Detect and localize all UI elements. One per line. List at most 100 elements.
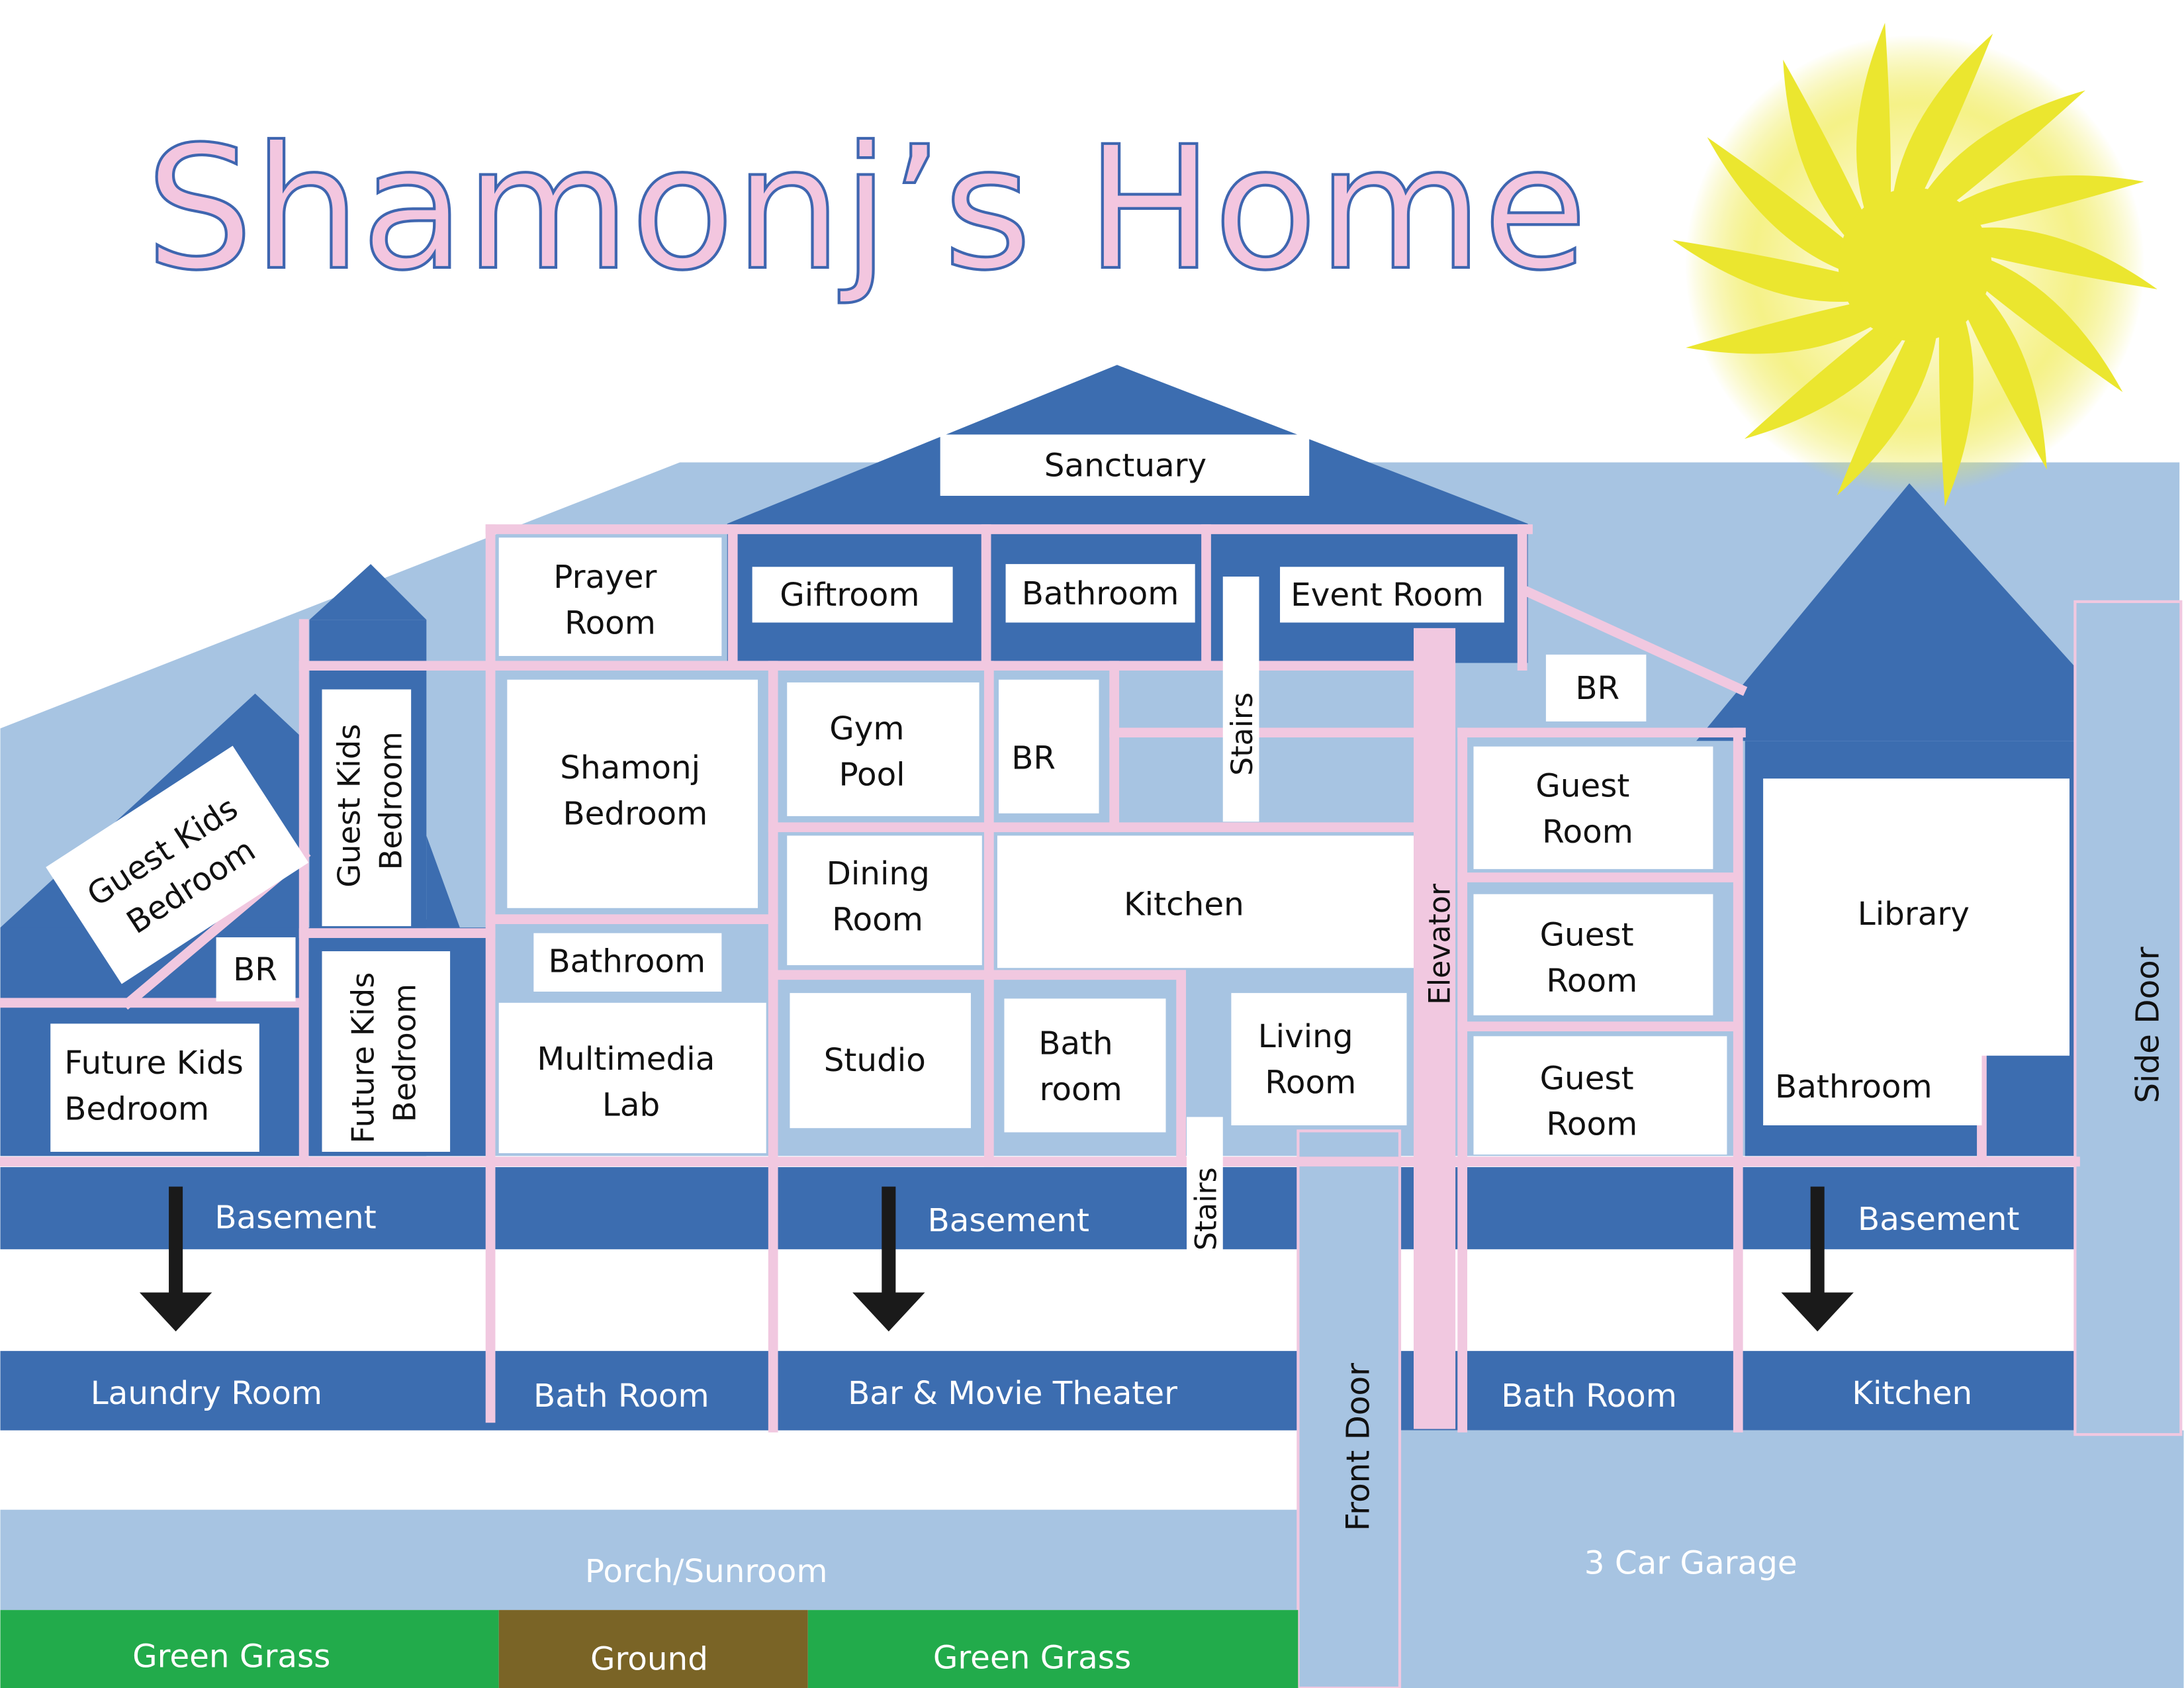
bathroom-mid-box[interactable] [533,933,722,992]
room-boxes [46,434,2070,1251]
sun-ray [1837,314,1939,496]
kitchen-lower-label: Kitchen [1852,1375,1972,1412]
guest-room-1-line-1: Guest [1535,767,1629,804]
porch-sunroom-label: Porch/Sunroom [585,1553,828,1590]
left-tower-skirt2 [426,835,460,928]
future-kids-bedroom-line-1: Future Kids [64,1045,244,1082]
guest-kids-bedroom-vertical-line-1: Guest Kids [331,724,367,888]
br-center-box[interactable] [999,679,1099,814]
sun-ray [1958,227,2158,289]
multimedia-lab-label: Multimedia Lab [537,1041,725,1123]
sun-ray [1958,277,2047,470]
bath-room-mid-line-2: room [1040,1071,1122,1108]
br-right-label: BR [1575,670,1619,707]
living-room-box[interactable] [1231,993,1407,1125]
guest-kids-bedroom-angled-box[interactable] [46,745,309,984]
sun-ray [1969,252,2123,393]
future-kids-bedroom-line-2: Bedroom [64,1091,209,1128]
multimedia-lab-box[interactable] [498,1002,766,1154]
future-kids-bedroom-vertical-line-1: Future Kids [345,972,381,1144]
sun-ray [1915,90,2085,214]
br-right-box[interactable] [1545,654,1647,722]
porch-sunroom-area [0,1509,1302,1611]
sun-ray [1856,23,1891,230]
sanctuary-label: Sanctuary [1044,447,1206,485]
stairs-lower-box[interactable] [1187,1117,1223,1251]
kitchen-main-label: Kitchen [1124,886,1244,923]
giftroom-box[interactable] [752,567,953,623]
br-left-label: BR [233,951,277,988]
dining-room-box[interactable] [787,835,982,966]
wall-lines [0,524,2080,1432]
kitchen-main-box[interactable] [997,835,1414,968]
gym-pool-line-2: Pool [839,757,905,794]
bar-movie-theater-label: Bar & Movie Theater [848,1375,1177,1412]
guest-room-1-label: Guest Room [1535,767,1639,850]
prayer-room-line-1: Prayer [553,559,657,596]
bathroom-mid-label: Bathroom [548,943,705,980]
ground-area [498,1610,808,1688]
sanctuary-box[interactable] [940,434,1310,496]
basement-right-label: Basement [1858,1201,2019,1238]
stairs-lower-label: Stairs [1189,1167,1223,1250]
sun-ray [1744,314,1915,439]
guest-kids-bedroom-vertical-line-2: Bedroom [373,731,408,870]
sun-ray [1672,240,1872,302]
future-kids-bedroom-vertical-box[interactable] [322,951,451,1152]
bathroom-top-box[interactable] [1005,564,1195,623]
guest-room-3-line-1: Guest [1540,1060,1634,1097]
guest-room-2-label: Guest Room [1540,917,1644,1000]
bathroom-top-label: Bathroom [1022,575,1179,612]
sun-ray [1707,137,1861,277]
bath-room-mid-label: Bath room [1038,1025,1123,1108]
ground-label: Ground [590,1641,708,1678]
bath-room-mid-box[interactable] [1004,998,1166,1133]
car-garage-label: 3 Car Garage [1584,1544,1797,1581]
basement-center-label: Basement [928,1202,1089,1239]
prayer-room-box[interactable] [498,538,722,656]
down-arrow-icon [139,1186,212,1332]
guest-room-3-box[interactable] [1473,1036,1727,1155]
future-kids-bedroom-label: Future Kids Bedroom [64,1045,253,1127]
event-room-box[interactable] [1280,567,1504,623]
guest-room-1-box[interactable] [1473,746,1713,869]
studio-label: Studio [824,1042,926,1079]
guest-room-2-line-1: Guest [1540,917,1634,954]
guest-room-2-line-2: Room [1546,962,1637,1000]
front-door[interactable] [1297,1129,1402,1688]
multimedia-lab-line-1: Multimedia [537,1041,715,1078]
br-left-box[interactable] [216,937,296,1002]
left-tower-roof [309,564,427,620]
garage-area [1392,1430,2184,1688]
gym-pool-label: Gym Pool [829,710,915,793]
br-center-label: BR [1011,739,1056,776]
multimedia-lab-line-2: Lab [602,1086,660,1123]
green-grass-right-area [807,1610,1298,1688]
basement-left-label: Basement [214,1199,376,1237]
future-kids-bedroom-box[interactable] [50,1023,259,1152]
elevator-shaft[interactable] [1414,628,1456,1429]
guest-room-2-box[interactable] [1473,894,1713,1015]
bath-room-lower-left-label: Bath Room [533,1378,709,1415]
dining-room-line-1: Dining [827,855,930,892]
future-kids-bedroom-vertical-line-2: Bedroom [387,984,422,1122]
event-room-label: Event Room [1291,577,1484,614]
dining-room-line-2: Room [832,901,923,938]
guest-room-3-label: Guest Room [1540,1060,1644,1143]
shamonj-bedroom-box[interactable] [507,679,758,908]
shamonj-bedroom-label: Shamonj Bedroom [560,749,710,832]
stairs-upper-label: Stairs [1226,692,1259,776]
side-door[interactable] [2073,600,2183,1436]
stairs-upper-box[interactable] [1222,577,1259,822]
gym-pool-box[interactable] [787,682,979,816]
prayer-room-line-2: Room [565,604,656,641]
bathroom-library-label: Bathroom [1775,1068,1933,1105]
guest-kids-bedroom-vertical-label: Guest Kids Bedroom [331,714,408,888]
living-room-line-2: Room [1265,1064,1356,1102]
guest-kids-bedroom-vertical-box[interactable] [322,689,412,927]
library-box[interactable] [1763,778,2070,1125]
green-grass-right-label: Green Grass [933,1640,1131,1677]
studio-box[interactable] [790,993,971,1129]
basement-band [0,1167,2075,1250]
